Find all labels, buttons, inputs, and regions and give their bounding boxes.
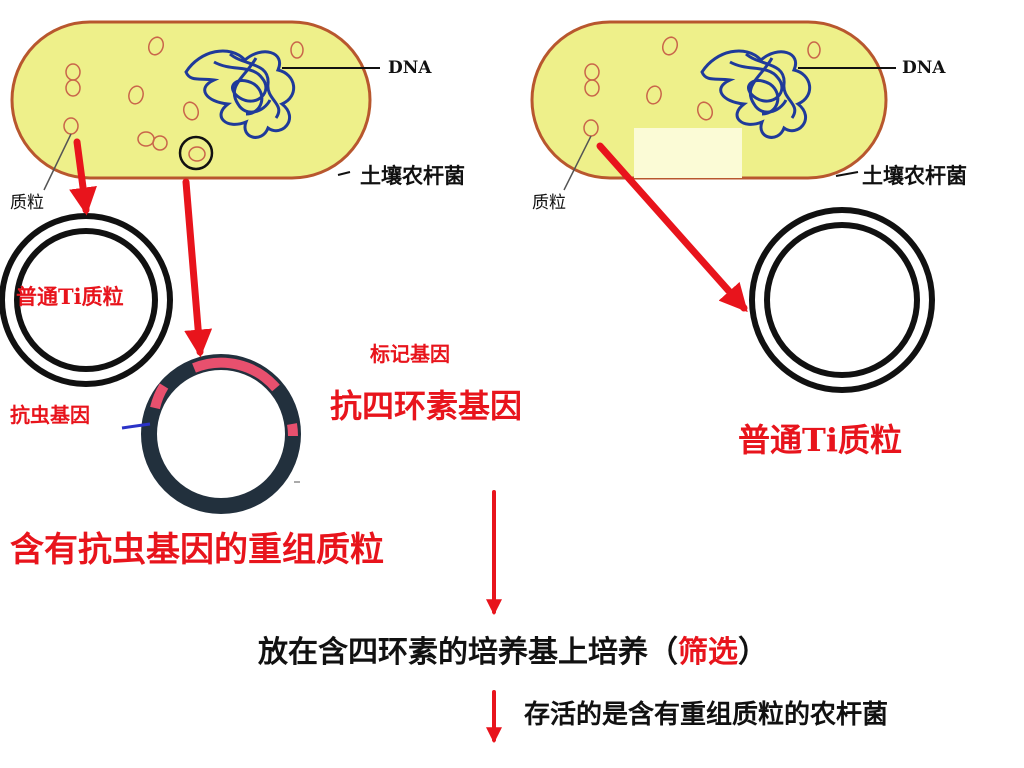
survivors-text: 存活的是含有重组质粒的农杆菌 <box>524 700 889 730</box>
arrow-cell-to-recombinant <box>182 178 213 358</box>
marker-gene-segment <box>192 357 280 392</box>
left-dna-label: DNA <box>388 58 432 78</box>
right-bacterium-leader <box>835 171 859 177</box>
arrow-plasmid-to-ti <box>69 138 97 216</box>
right-plasmid-label: 质粒 <box>532 193 566 213</box>
recombinant-plasmid-caption: 含有抗虫基因的重组质粒 <box>10 530 384 570</box>
left-normal-ti-plasmid <box>0 213 173 387</box>
screening-highlight: 筛选 <box>678 635 738 670</box>
recombinant-plasmid <box>121 354 301 514</box>
left-bacterium-label: 土壤农杆菌 <box>360 164 465 188</box>
insect-gene-leader <box>121 422 151 430</box>
arrow-right-plasmid-to-ti <box>596 142 748 313</box>
left-small-plasmids <box>63 36 304 171</box>
right-small-plasmids <box>583 36 821 137</box>
culture-step-before: 放在含四环素的培养基上培养（ <box>258 635 678 670</box>
left-bacterium <box>10 20 380 207</box>
tetracycline-resistance-gene-label: 抗四环素基因 <box>330 387 523 425</box>
right-bacterium <box>530 20 896 191</box>
right-normal-ti-plasmid-label: 普通Ti质粒 <box>738 421 902 459</box>
left-normal-ti-plasmid-label: 普通Ti质粒 <box>16 284 124 309</box>
left-plasmid-label: 质粒 <box>10 193 44 213</box>
culture-step-text: 放在含四环素的培养基上培养（筛选） <box>258 638 768 668</box>
right-bacterium-label: 土壤农杆菌 <box>862 164 967 188</box>
process-arrows <box>69 138 748 744</box>
left-bacterium-leader <box>337 171 351 176</box>
left-plasmid-leader <box>43 133 72 191</box>
insect-resistance-gene-label: 抗虫基因 <box>10 403 90 427</box>
right-plasmid-leader <box>563 135 592 191</box>
culture-step-after: ） <box>738 635 768 670</box>
right-dna-label: DNA <box>902 58 946 78</box>
right-dna-coil <box>700 49 811 139</box>
tetracycline-gene-segment <box>287 423 299 437</box>
right-normal-ti-plasmid <box>749 207 935 393</box>
insect-gene-segment <box>150 383 169 410</box>
marker-gene-label: 标记基因 <box>370 342 450 366</box>
left-dna-coil <box>184 49 295 139</box>
